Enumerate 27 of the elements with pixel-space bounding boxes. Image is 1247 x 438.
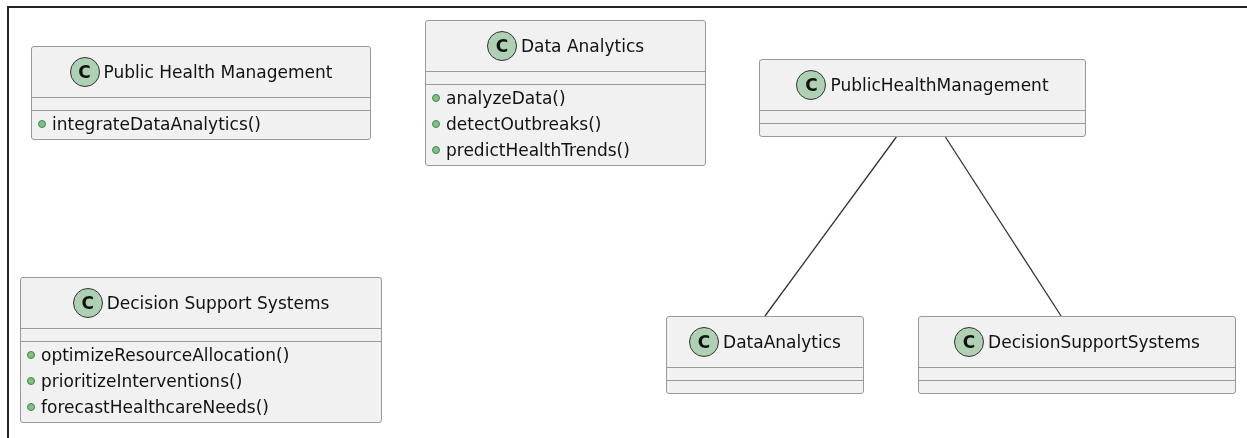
method-name: optimizeResourceAllocation() bbox=[41, 345, 290, 365]
class-box bbox=[666, 316, 864, 394]
class-name: PublicHealthManagement bbox=[830, 75, 1049, 95]
method-name: forecastHealthcareNeeds() bbox=[41, 397, 269, 417]
class-box bbox=[31, 46, 371, 140]
method-name: analyzeData() bbox=[446, 88, 566, 108]
class-box bbox=[20, 277, 382, 423]
class-badge: C bbox=[954, 327, 985, 357]
class-box bbox=[918, 316, 1236, 394]
class-name: Decision Support Systems bbox=[106, 293, 330, 313]
class-name: Public Health Management bbox=[103, 62, 333, 82]
method-name: integrateDataAnalytics() bbox=[52, 114, 261, 134]
class-badge: C bbox=[486, 31, 517, 61]
class-badge: C bbox=[796, 70, 827, 100]
class-name: Data Analytics bbox=[520, 36, 645, 56]
class-box bbox=[425, 20, 706, 166]
association-line bbox=[764, 136, 897, 317]
method-name: prioritizeInterventions() bbox=[41, 371, 243, 391]
class-box bbox=[759, 59, 1086, 137]
method-name: detectOutbreaks() bbox=[446, 114, 602, 134]
association-line bbox=[944, 136, 1062, 317]
class-name: DataAnalytics bbox=[723, 332, 841, 352]
class-badge: C bbox=[72, 288, 103, 318]
class-badge: C bbox=[689, 327, 720, 357]
method-name: predictHealthTrends() bbox=[446, 140, 630, 160]
class-badge: C bbox=[69, 57, 100, 87]
class-name: DecisionSupportSystems bbox=[988, 332, 1200, 352]
